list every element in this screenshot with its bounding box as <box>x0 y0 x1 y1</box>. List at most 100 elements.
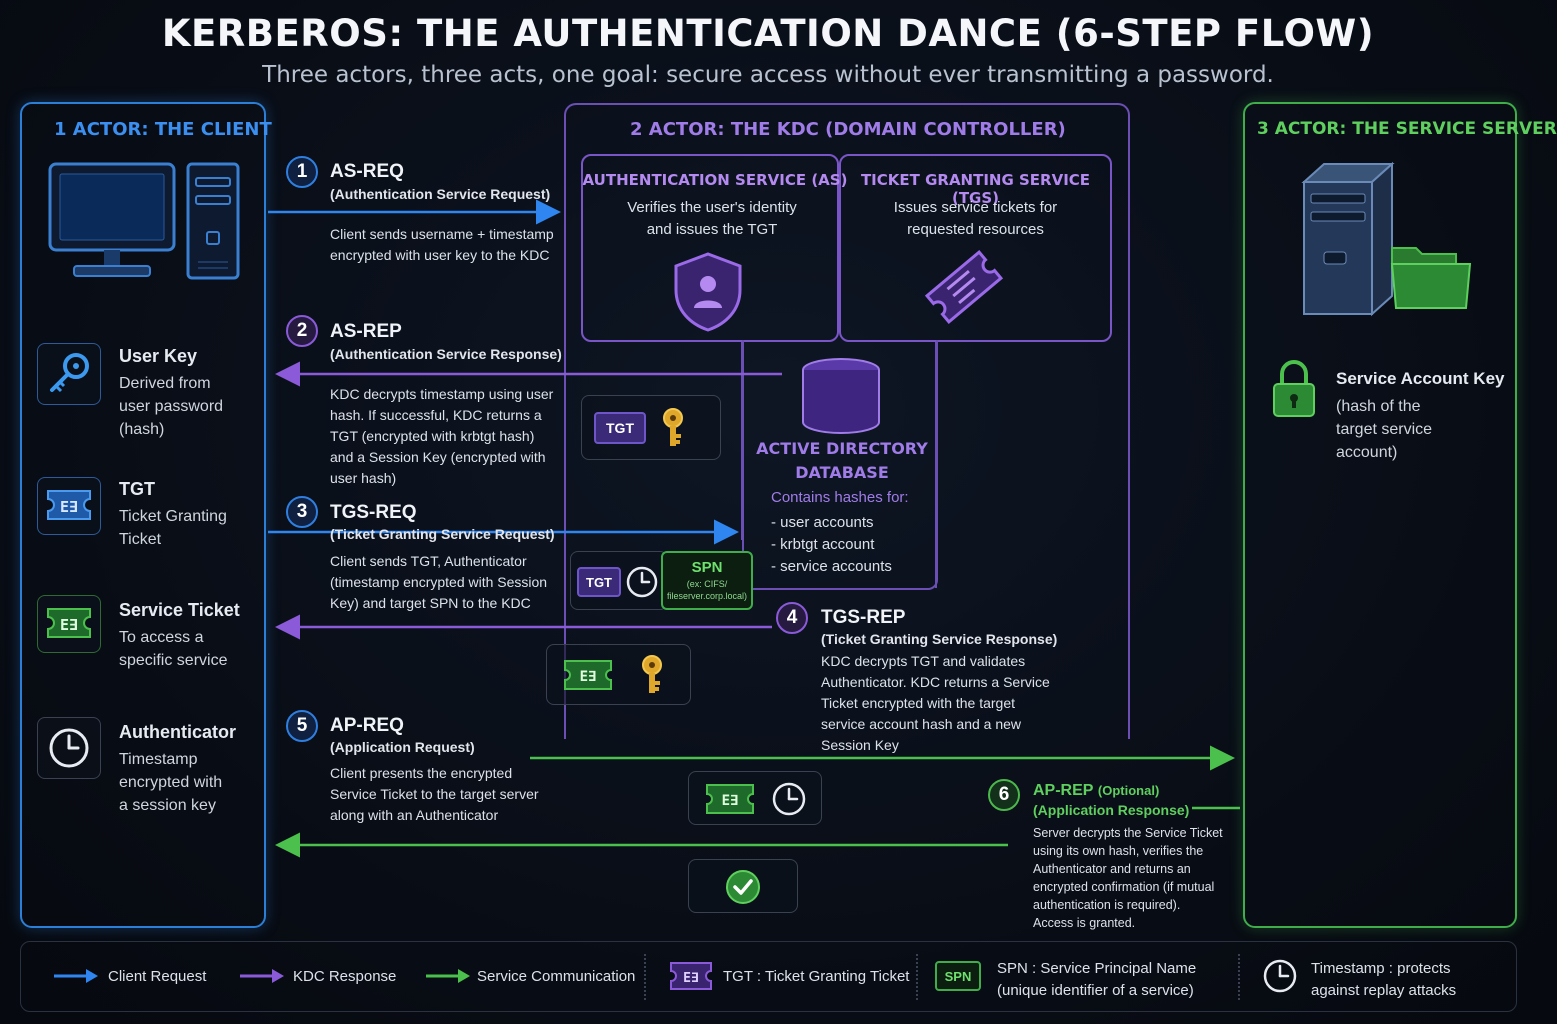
step-6-desc: Server decrypts the Service Ticket using… <box>1033 826 1223 930</box>
legend-bar <box>20 941 1517 1012</box>
database-box <box>742 340 938 590</box>
step-2-sub: (Authentication Service Response) <box>330 346 562 362</box>
step-6-title: AP-REP (Optional) <box>1033 782 1159 800</box>
step-4-name: TGS-REP <box>821 607 906 628</box>
as-title: AUTHENTICATION SERVICE (AS) <box>582 171 848 189</box>
step-5-name: AP-REQ <box>330 715 404 736</box>
step-3-desc: Client sends TGT, Authenticator (timesta… <box>330 553 548 611</box>
legend-client-request: Client Request <box>108 968 207 985</box>
step-1-sub: (Authentication Service Request) <box>330 186 551 202</box>
step-2-name: AS-REP <box>330 321 402 342</box>
step-6-sub: (Application Response) <box>1033 802 1190 818</box>
step-4-number: 4 <box>776 602 808 634</box>
clock-icon <box>49 728 89 768</box>
step-2-number: 2 <box>286 315 318 347</box>
authenticator-label: Authenticator <box>119 722 236 742</box>
user-key-label: User Key <box>119 346 198 366</box>
step-6-number: 6 <box>988 779 1020 811</box>
tgt-badge: TGT <box>594 412 646 444</box>
user-key-desc: Derived from user password (hash) <box>119 375 224 438</box>
tgt-session-key-box: TGT <box>581 395 721 460</box>
ticket-granting-service-box <box>839 154 1112 342</box>
database-title: ACTIVE DIRECTORY DATABASE <box>756 439 928 482</box>
authenticator-desc: Timestamp encrypted with a session key <box>119 751 223 814</box>
ticket-icon <box>924 250 1004 324</box>
key-icon <box>642 655 662 693</box>
svg-text:E∃: E∃ <box>580 669 597 685</box>
step-3-name: TGS-REQ <box>330 502 417 523</box>
client-panel <box>20 102 266 928</box>
clock-icon <box>772 782 806 816</box>
step-5-sub: (Application Request) <box>330 739 475 755</box>
legend-divider <box>916 954 918 1000</box>
lock-icon <box>1273 360 1315 417</box>
step-6-optional: (Optional) <box>1097 783 1160 798</box>
spn-label: SPN <box>691 559 723 576</box>
client-request-arrow-icon <box>54 969 98 983</box>
computer-icon <box>48 162 240 280</box>
database-icon <box>802 358 880 434</box>
legend-divider <box>1238 954 1240 1000</box>
client-actor-title: 1 ACTOR: THE CLIENT <box>54 119 272 140</box>
tgt-authenticator-box: TGT <box>570 551 668 610</box>
ticket-icon: E∃ <box>47 490 91 520</box>
kdc-actor-title: 2 ACTOR: THE KDC (DOMAIN CONTROLLER) <box>630 119 1066 140</box>
shield-user-icon <box>674 252 742 332</box>
service-account-key-desc: (hash of the target service account) <box>1336 398 1433 461</box>
spn-example: (ex: CIFS/ fileserver.corp.local) <box>666 579 748 601</box>
service-ticket-label: Service Ticket <box>119 600 240 620</box>
legend-service-communication: Service Communication <box>477 968 636 985</box>
confirmation-box <box>688 859 798 913</box>
tgt-tile: E∃ <box>37 477 101 535</box>
folder-icon <box>1390 247 1472 309</box>
tgt-desc: Ticket Granting Ticket <box>119 508 227 548</box>
tgs-desc: Issues service tickets for requested res… <box>893 199 1058 238</box>
spn-badge: SPN <box>935 961 981 991</box>
tgt-badge: TGT <box>577 567 621 597</box>
ticket-icon: E∃ <box>564 660 612 690</box>
legend-spn: SPN : Service Principal Name (unique ide… <box>997 960 1197 999</box>
step-1-number: 1 <box>286 156 318 188</box>
clock-icon <box>1263 959 1297 993</box>
kdc-response-arrow-icon <box>240 969 284 983</box>
svg-text:E∃: E∃ <box>60 616 78 634</box>
user-key-tile <box>37 343 101 405</box>
authenticator-tile <box>37 717 101 779</box>
ticket-icon: E∃ <box>670 962 712 990</box>
clock-icon <box>626 566 658 598</box>
key-icon <box>50 353 89 393</box>
legend-kdc-response: KDC Response <box>293 968 397 985</box>
as-desc: Verifies the user's identity and issues … <box>627 199 797 238</box>
step-4-desc: KDC decrypts TGT and validates Authentic… <box>821 653 1050 753</box>
key-icon <box>663 408 683 446</box>
database-items: - user accounts - krbtgt account - servi… <box>771 514 892 575</box>
service-ticket-tile: E∃ <box>37 595 101 653</box>
tgt-label: TGT <box>119 479 155 499</box>
step-2-desc: KDC decrypts timestamp using user hash. … <box>330 386 554 486</box>
ticket-icon: E∃ <box>706 784 754 814</box>
kdc-panel <box>564 103 1130 739</box>
tgs-title: TICKET GRANTING SERVICE (TGS) <box>860 171 1091 207</box>
authentication-service-box <box>581 154 839 342</box>
spn-box: SPN (ex: CIFS/ fileserver.corp.local) <box>661 551 753 610</box>
service-ticket-desc: To access a specific service <box>119 629 228 669</box>
step-1-desc: Client sends username + timestamp encryp… <box>330 226 554 263</box>
service-communication-arrow-icon <box>426 969 470 983</box>
legend-tgt: TGT : Ticket Granting Ticket <box>723 968 910 985</box>
svg-text:E∃: E∃ <box>60 498 78 516</box>
ticket-icon: E∃ <box>47 608 91 638</box>
service-ticket-authenticator-box: E∃ <box>688 771 822 825</box>
step-6-name: AP-REP <box>1033 782 1094 799</box>
page-subtitle: Three actors, three acts, one goal: secu… <box>262 62 1274 88</box>
legend-timestamp: Timestamp : protects against replay atta… <box>1311 960 1457 999</box>
server-actor-title: 3 ACTOR: THE SERVICE SERVER <box>1257 119 1557 139</box>
legend-divider <box>644 954 646 1000</box>
step-4-sub: (Ticket Granting Service Response) <box>821 631 1058 647</box>
server-icon <box>1301 161 1395 317</box>
page-title: KERBEROS: THE AUTHENTICATION DANCE (6-ST… <box>161 12 1375 55</box>
step-1-name: AS-REQ <box>330 161 404 182</box>
svg-text:E∃: E∃ <box>722 793 739 809</box>
service-account-key-label: Service Account Key <box>1336 369 1505 388</box>
svg-text:E∃: E∃ <box>683 971 699 986</box>
service-ticket-key-box: E∃ <box>546 644 691 705</box>
